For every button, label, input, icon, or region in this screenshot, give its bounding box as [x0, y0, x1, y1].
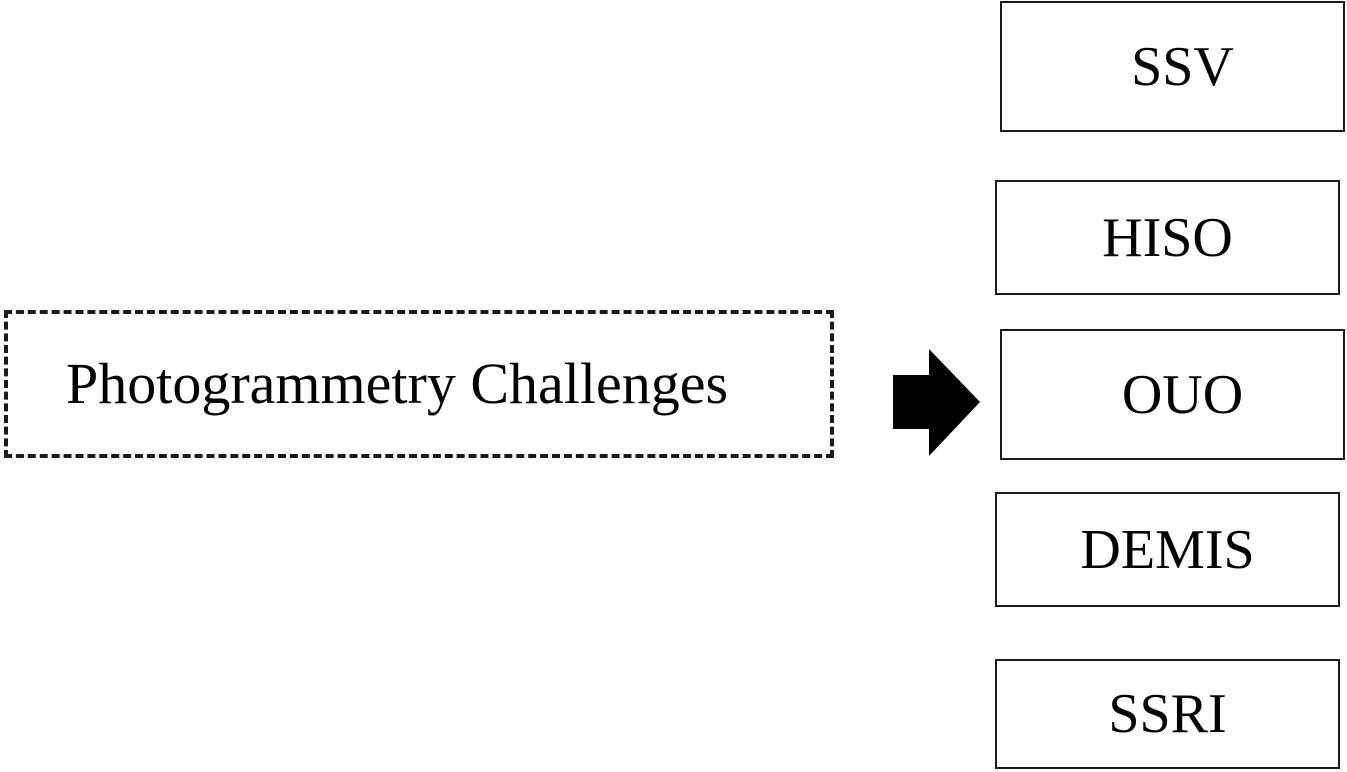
photogrammetry-challenges-label: Photogrammetry Challenges — [66, 351, 729, 416]
arrow-shape — [893, 349, 980, 456]
ssv-box: SSV — [1000, 1, 1345, 132]
hiso-box: HISO — [995, 180, 1340, 295]
demis-box: DEMIS — [995, 492, 1340, 607]
ssri-label: SSRI — [1108, 683, 1227, 745]
ssv-label: SSV — [1131, 35, 1234, 98]
ouo-label: OUO — [1121, 363, 1244, 426]
photogrammetry-challenges-box: Photogrammetry Challenges — [4, 310, 834, 458]
ssri-box: SSRI — [995, 659, 1340, 769]
ouo-box: OUO — [1000, 329, 1345, 460]
hiso-label: HISO — [1102, 206, 1233, 269]
right-arrow-icon — [893, 349, 980, 456]
demis-label: DEMIS — [1080, 518, 1255, 581]
